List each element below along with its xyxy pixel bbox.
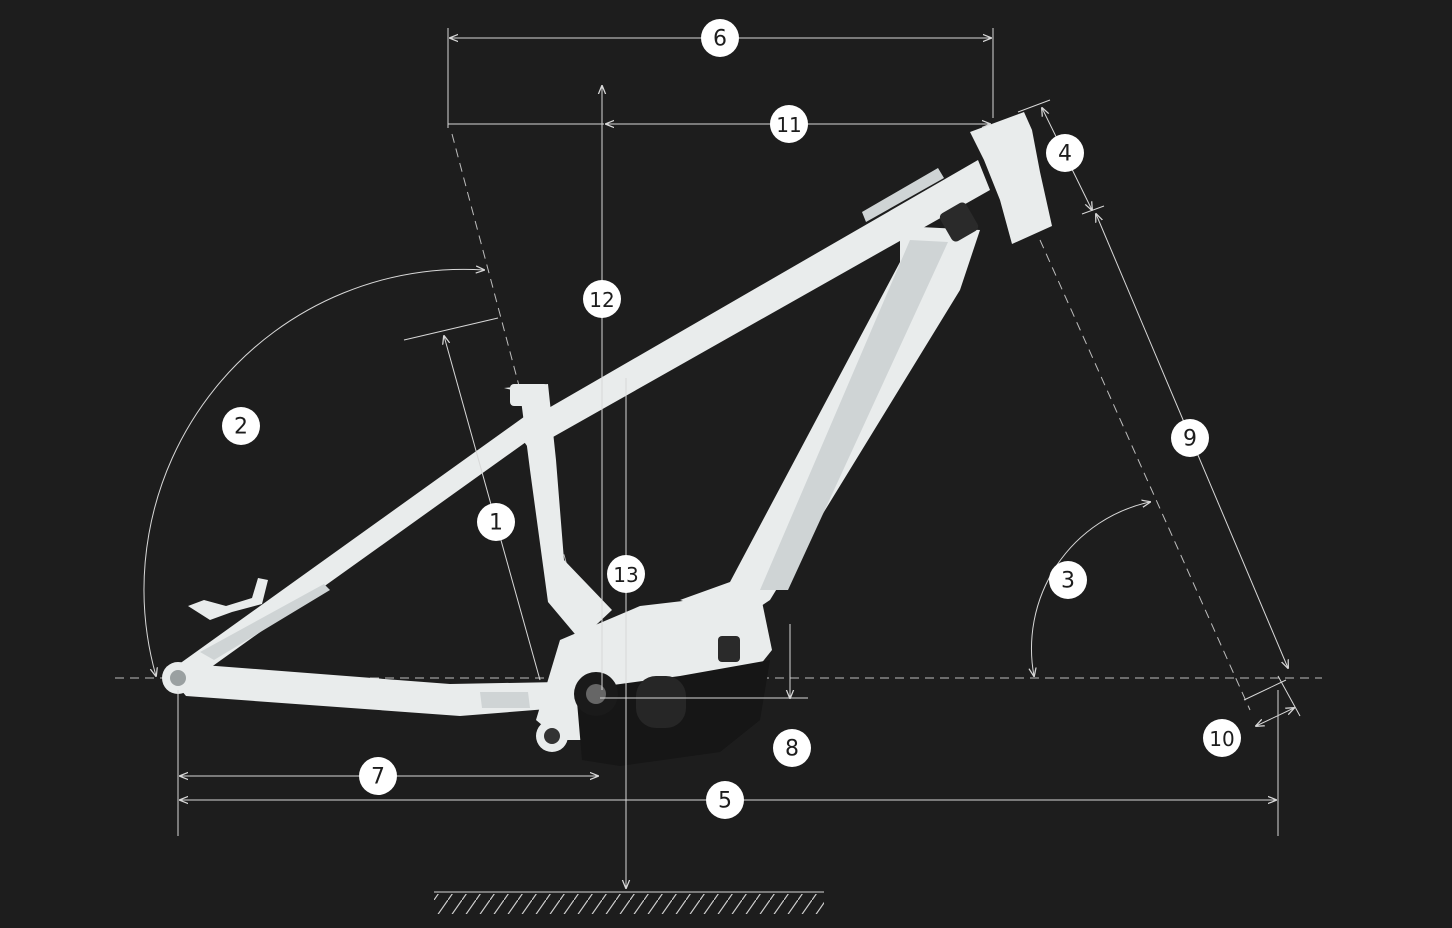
marker-4: 4: [1046, 134, 1084, 172]
marker-7: 7: [359, 757, 397, 795]
svg-text:6: 6: [713, 27, 727, 52]
marker-9: 9: [1171, 419, 1209, 457]
marker-13: 13: [607, 555, 645, 593]
marker-2: 2: [222, 407, 260, 445]
svg-text:12: 12: [589, 288, 614, 312]
svg-text:1: 1: [489, 511, 503, 536]
svg-text:2: 2: [234, 415, 248, 440]
svg-text:5: 5: [718, 789, 732, 814]
marker-6: 6: [701, 19, 739, 57]
svg-text:10: 10: [1209, 727, 1234, 751]
dimension-lines: [143, 28, 1301, 888]
svg-text:4: 4: [1058, 142, 1072, 167]
chain-stay: [166, 664, 560, 716]
ground-line: [434, 891, 824, 914]
marker-11: 11: [770, 105, 808, 143]
svg-text:8: 8: [785, 737, 799, 762]
svg-text:7: 7: [371, 765, 385, 790]
svg-text:11: 11: [776, 113, 801, 137]
bike-frame: [162, 112, 1052, 766]
marker-10: 10: [1203, 719, 1241, 757]
marker-8: 8: [773, 729, 811, 767]
marker-12: 12: [583, 280, 621, 318]
svg-text:9: 9: [1183, 427, 1197, 452]
top-tube: [514, 160, 990, 450]
head-tube-axis: [1039, 239, 1251, 711]
marker-3: 3: [1049, 561, 1087, 599]
marker-5: 5: [706, 781, 744, 819]
marker-1: 1: [477, 503, 515, 541]
svg-text:13: 13: [613, 563, 638, 587]
down-tube: [680, 226, 980, 620]
svg-text:3: 3: [1061, 569, 1075, 594]
head-tube: [970, 112, 1052, 244]
